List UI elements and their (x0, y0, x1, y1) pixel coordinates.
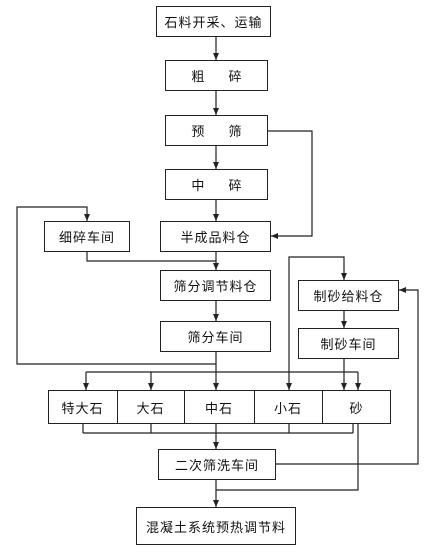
product-row-divider (254, 390, 255, 424)
arrow-sand-to-concrete (216, 424, 359, 491)
arrow-prescreen-bypass (268, 130, 313, 239)
product-medium-stone: 中石 (204, 401, 233, 417)
node-screening-shop: 筛分车间 (160, 321, 271, 352)
arrow-secondary-return (276, 287, 419, 465)
product-small-stone: 小石 (273, 401, 302, 417)
node-quarry: 石料开采、运输 (156, 6, 271, 37)
arrow-screen-shop-to-fine (16, 206, 216, 365)
product-row (48, 390, 391, 424)
node-prescreen: 预 筛 (165, 115, 268, 146)
product-extra-large-stone: 特大石 (61, 401, 104, 417)
node-medium-crushing: 中 碎 (165, 169, 268, 200)
node-screening-bin: 筛分调节料仓 (160, 270, 271, 301)
node-sand-feed-bin: 制砂给料仓 (298, 280, 399, 311)
arrow-fine-to-screen-bin (86, 252, 216, 262)
product-row-divider (117, 390, 118, 424)
node-coarse-crushing: 粗 碎 (165, 60, 268, 91)
product-row-divider (322, 390, 323, 424)
node-semi-finished-bin: 半成品料仓 (160, 221, 271, 252)
product-sand: 砂 (349, 401, 364, 417)
node-fine-crushing: 细碎车间 (44, 221, 130, 252)
product-large-stone: 大石 (136, 401, 165, 417)
product-row-divider (184, 390, 185, 424)
arrow-feed-to-sand-bin (288, 256, 347, 372)
node-secondary-screening: 二次筛洗车间 (158, 449, 276, 480)
node-sand-making-shop: 制砂车间 (298, 328, 399, 359)
node-concrete-system: 混凝土系统预热调节料 (136, 507, 296, 545)
